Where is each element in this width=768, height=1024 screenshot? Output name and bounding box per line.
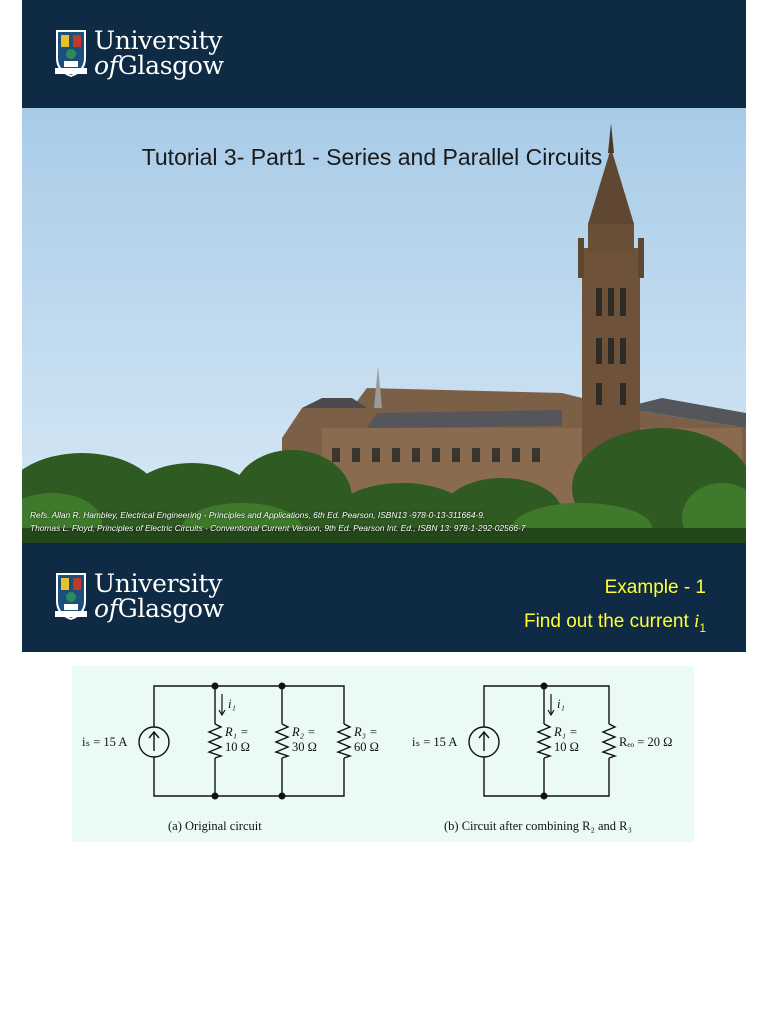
title-slide: University ofGlasgow (22, 0, 746, 543)
req-label-b: Rₑₒ = 20 Ω (619, 735, 672, 749)
r1-name-a: R₁ = (224, 725, 249, 739)
crest-icon (55, 573, 87, 620)
campus-photo (22, 108, 746, 543)
current-label-b: i₁ (557, 697, 565, 711)
r1-value-b: 10 Ω (554, 740, 579, 754)
circuit-diagram: iₛ = 15 A i₁ R₁ = 10 Ω R₂ = 30 Ω R₃ = 60… (82, 682, 672, 833)
references: Refs. Allan R. Hambley, Electrical Engin… (30, 509, 730, 535)
logo-line2-italic: of (94, 51, 118, 80)
logo-line1: University (94, 569, 223, 598)
caption-a: (a) Original circuit (168, 819, 262, 833)
r3-value-a: 60 Ω (354, 740, 379, 754)
logo-line1: University (94, 26, 223, 55)
r3-name-a: R₃ = (353, 725, 378, 739)
reference-2: Thomas L. Floyd, Principles of Electric … (30, 523, 526, 533)
university-logo: University ofGlasgow (54, 571, 224, 623)
circuit-figure: iₛ = 15 A i₁ R₁ = 10 Ω R₂ = 30 Ω R₃ = 60… (72, 666, 694, 842)
r1-name-b: R₁ = (553, 725, 578, 739)
reference-1: Refs. Allan R. Hambley, Electrical Engin… (30, 510, 486, 520)
university-logo: University ofGlasgow (54, 28, 224, 80)
logo-line2: Glasgow (117, 51, 224, 80)
example-title: Example - 1 (604, 577, 706, 598)
logo-line2: Glasgow (117, 594, 224, 623)
header-bar (22, 0, 746, 108)
r2-name-a: R₂ = (291, 725, 316, 739)
crest-icon (55, 30, 87, 77)
caption-b: (b) Circuit after combining R₂ and R₃ (444, 819, 632, 833)
current-label-a: i₁ (228, 697, 236, 711)
source-label-a: iₛ = 15 A (82, 735, 127, 749)
logo-line2-italic: of (94, 594, 118, 623)
r1-value-a: 10 Ω (225, 740, 250, 754)
example-subtitle: Find out the current i1 (523, 611, 706, 635)
slide-title: Tutorial 3- Part1 - Series and Parallel … (141, 144, 603, 170)
r2-value-a: 30 Ω (292, 740, 317, 754)
example-slide-header: University ofGlasgow Example - 1 Find ou… (22, 543, 746, 652)
source-label-b: iₛ = 15 A (412, 735, 457, 749)
